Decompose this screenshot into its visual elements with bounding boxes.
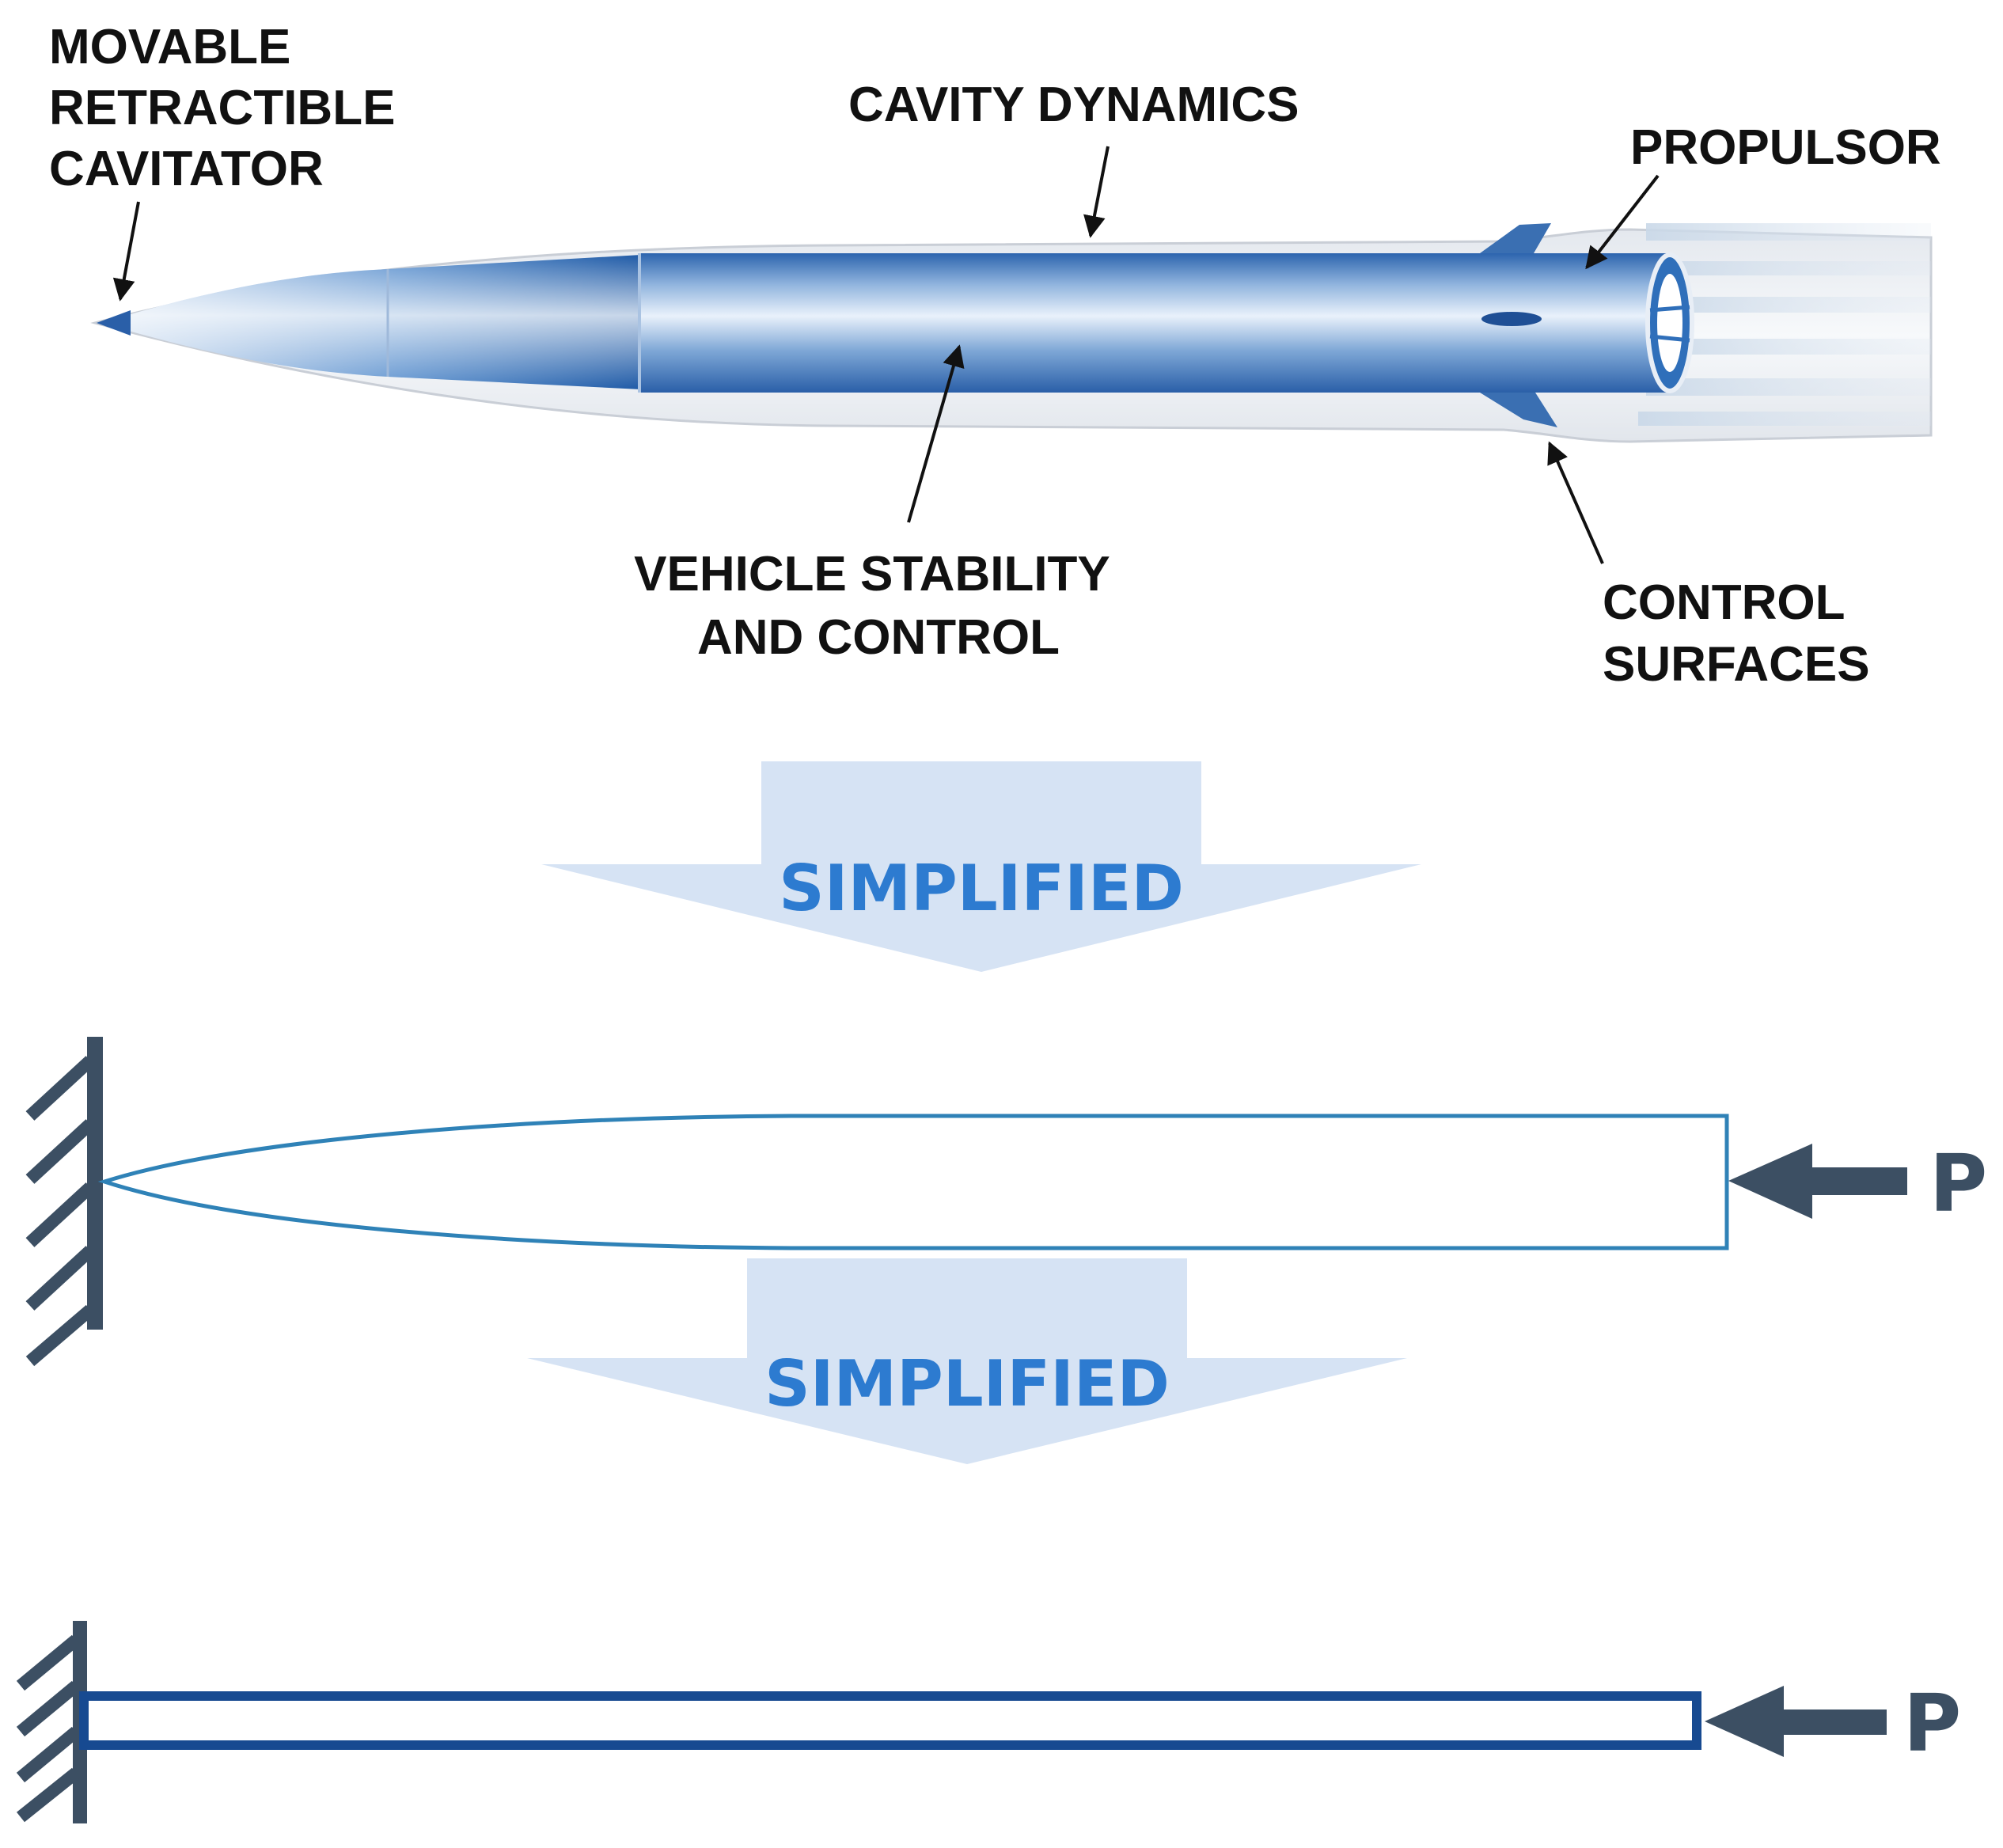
- label-cavity-dynamics: CAVITY DYNAMICS: [848, 78, 1299, 132]
- simplified-arrow-1-shape: [541, 761, 1421, 972]
- tapered-beam-outline: [97, 1114, 1729, 1250]
- vehicle-labels: MOVABLE RETRACTIBLE CAVITATOR CAVITY DYN…: [49, 20, 1941, 692]
- pointer-propulsor: [1585, 174, 1660, 270]
- label-cavitator: MOVABLE RETRACTIBLE CAVITATOR: [49, 20, 409, 196]
- propulsor: [1645, 252, 1694, 393]
- simplified-arrow-2: SIMPLIFIED: [527, 1258, 1407, 1464]
- uniform-beam-outline: [79, 1691, 1701, 1750]
- load-arrow-2: [1705, 1686, 1887, 1757]
- fixed-support-2: [16, 1621, 87, 1823]
- label-propulsor: PROPULSOR: [1630, 120, 1941, 175]
- simplified-label-1: SIMPLIFIED: [779, 852, 1184, 925]
- simplified-arrow-1: SIMPLIFIED: [541, 761, 1421, 972]
- control-fin-top: [1480, 223, 1551, 253]
- tapered-beam-model: P: [25, 1037, 1987, 1367]
- supercavitating-vehicle: [90, 223, 1933, 443]
- pointer-control-surfaces: [1547, 441, 1604, 564]
- uniform-beam-model: P: [16, 1621, 1961, 1823]
- control-fin-bottom: [1480, 393, 1557, 427]
- load-label-2: P: [1903, 1677, 1961, 1770]
- pointer-cavitator: [112, 201, 140, 302]
- simplified-label-2: SIMPLIFIED: [764, 1347, 1170, 1421]
- load-label-1: P: [1929, 1137, 1987, 1230]
- label-control-surfaces: CONTROL SURFACES: [1603, 575, 1870, 692]
- pointer-stability: [907, 344, 965, 523]
- propulsor-wake: [1638, 223, 1931, 426]
- cavitator-tip: [97, 310, 131, 336]
- load-arrow-1: [1728, 1144, 1907, 1219]
- simplified-arrow-2-shape: [527, 1258, 1407, 1464]
- fixed-support-1: [25, 1037, 103, 1367]
- pointer-cavity: [1083, 146, 1110, 238]
- label-vehicle-stability: VEHICLE STABILITY AND CONTROL: [634, 547, 1123, 665]
- side-port: [1481, 312, 1542, 326]
